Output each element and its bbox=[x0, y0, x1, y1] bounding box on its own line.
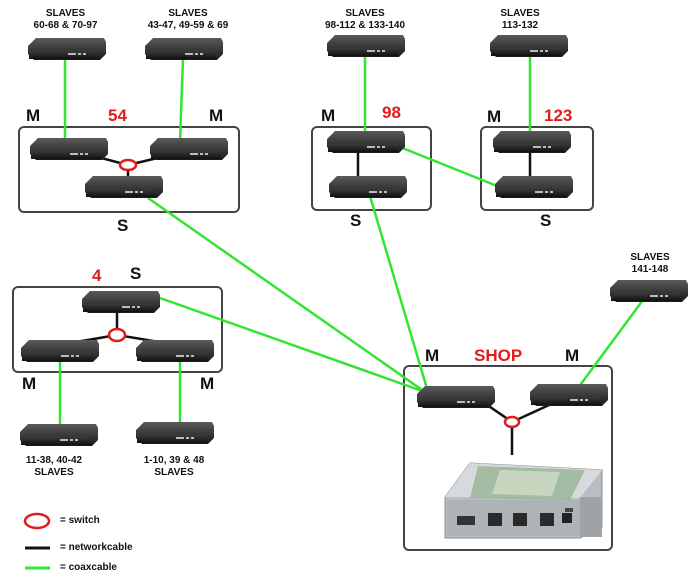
s-label-54: S bbox=[117, 216, 129, 235]
device-slave-54-right bbox=[145, 38, 223, 60]
group-4-box bbox=[12, 286, 223, 373]
switch-4 bbox=[107, 327, 127, 343]
m-label-98: M bbox=[321, 106, 336, 125]
device-slave-4-bottom-right bbox=[136, 422, 214, 444]
group-4-number: 4 bbox=[92, 266, 102, 285]
group-123-number: 123 bbox=[544, 106, 573, 125]
shop-box bbox=[403, 365, 613, 551]
legend-coax-text: = coaxcable bbox=[60, 562, 117, 573]
s-label-123: S bbox=[540, 211, 552, 230]
device-master-98 bbox=[327, 131, 405, 153]
m-label-shop-left: M bbox=[425, 346, 440, 365]
group-98-number: 98 bbox=[382, 103, 401, 122]
m-label-shop-right: M bbox=[565, 346, 580, 365]
device-master-123 bbox=[493, 131, 571, 153]
device-slave-98 bbox=[327, 35, 405, 57]
legend-network-text: = networkcable bbox=[60, 542, 133, 553]
m-label-123: M bbox=[487, 107, 502, 126]
coax-cables bbox=[58, 55, 645, 428]
device-master-4-left bbox=[21, 340, 99, 362]
device-master-shop-left bbox=[417, 386, 495, 408]
shop-server-image bbox=[444, 462, 603, 539]
legend-switch-icon bbox=[23, 512, 51, 530]
device-slave-4-bottom-left bbox=[20, 424, 98, 446]
device-master-4-right bbox=[136, 340, 214, 362]
m-label-4-right: M bbox=[200, 374, 215, 393]
device-master-54-left bbox=[30, 138, 108, 160]
device-master-shop-right bbox=[530, 384, 608, 406]
shop-title: SHOP bbox=[474, 346, 523, 365]
m-label-4-left: M bbox=[22, 374, 37, 393]
legend-switch-text: = switch bbox=[60, 515, 100, 526]
m-label-54-right: M bbox=[209, 106, 224, 125]
device-slave-shop bbox=[610, 280, 688, 302]
device-slave-123 bbox=[490, 35, 568, 57]
s-label-98: S bbox=[350, 211, 362, 230]
group-98-box bbox=[311, 126, 432, 211]
device-bottom-98 bbox=[329, 176, 407, 198]
device-slave-54-left bbox=[28, 38, 106, 60]
m-label-54-left: M bbox=[26, 106, 41, 125]
group-54-number: 54 bbox=[108, 106, 127, 125]
device-slave-54-center bbox=[85, 176, 163, 198]
s-label-4: S bbox=[130, 264, 142, 283]
device-slave-4-top bbox=[82, 291, 160, 313]
device-master-54-right bbox=[150, 138, 228, 160]
group-54-box bbox=[18, 126, 240, 213]
switch-shop bbox=[503, 415, 521, 429]
switch-54 bbox=[118, 158, 138, 172]
device-bottom-123 bbox=[495, 176, 573, 198]
group-123-box bbox=[480, 126, 594, 211]
